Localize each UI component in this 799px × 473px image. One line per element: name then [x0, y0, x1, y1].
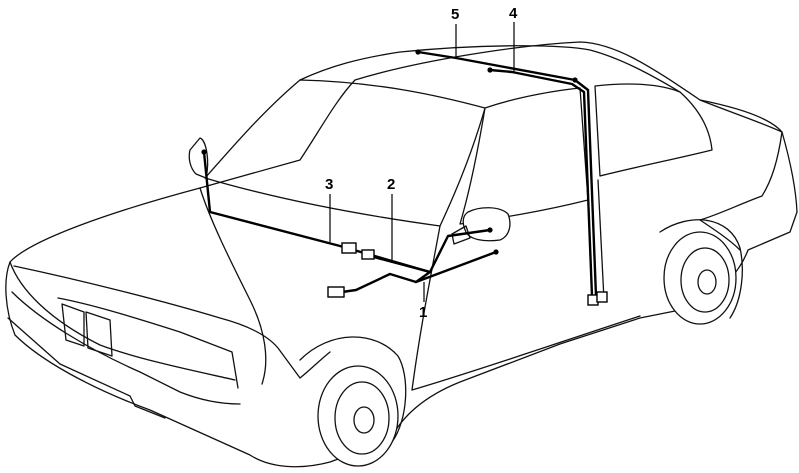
callout-4: 4 — [509, 5, 518, 22]
harness-branch-2 — [414, 250, 498, 284]
rear-fender — [699, 219, 741, 251]
hood-edge — [13, 265, 331, 379]
connector-4b — [596, 291, 608, 303]
harness-roof-5 — [416, 50, 577, 82]
door-line — [411, 225, 441, 391]
front-apron — [7, 317, 166, 419]
windshield — [204, 79, 486, 227]
connector-2 — [361, 249, 375, 260]
front-bumper — [9, 261, 236, 381]
wire-end-mirror-left — [201, 149, 207, 155]
harness-wires — [201, 49, 608, 306]
grille-top — [57, 297, 239, 389]
connector-3 — [341, 242, 357, 254]
callout-2: 2 — [387, 176, 395, 193]
hood-line — [199, 187, 267, 385]
wire-end-roof-5 — [415, 49, 421, 55]
callout-1: 1 — [419, 304, 427, 321]
callout-5: 5 — [451, 6, 459, 23]
harness-connector-2 — [368, 254, 432, 274]
car-outline — [5, 41, 798, 468]
callout-labels: 1 2 3 4 5 — [325, 5, 518, 321]
wire-end-door — [493, 249, 499, 255]
rear-wheel — [659, 219, 743, 325]
callout-leaders — [329, 22, 515, 302]
harness-pillar — [573, 78, 598, 298]
rear-side-window — [594, 83, 713, 177]
connector-1 — [327, 286, 345, 298]
wire-end-mirror-right — [487, 227, 493, 233]
body-silhouette — [5, 41, 798, 468]
sill-line — [411, 315, 641, 391]
front-wheel — [299, 336, 407, 467]
callout-3: 3 — [325, 176, 333, 193]
bumper-lower — [11, 291, 241, 405]
headlight-right — [85, 311, 113, 357]
wire-end-roof-4 — [487, 67, 493, 73]
harness-roof-4 — [488, 68, 602, 298]
wire-end-pillar — [572, 77, 578, 83]
front-side-window — [459, 87, 589, 225]
mirror-base — [451, 225, 471, 245]
headlight-left — [61, 303, 85, 347]
harness-main — [202, 150, 492, 274]
harness-branch-1 — [340, 270, 432, 294]
side-mirror — [462, 207, 511, 242]
trunk-line — [699, 99, 783, 221]
b-pillar-line — [597, 179, 605, 301]
